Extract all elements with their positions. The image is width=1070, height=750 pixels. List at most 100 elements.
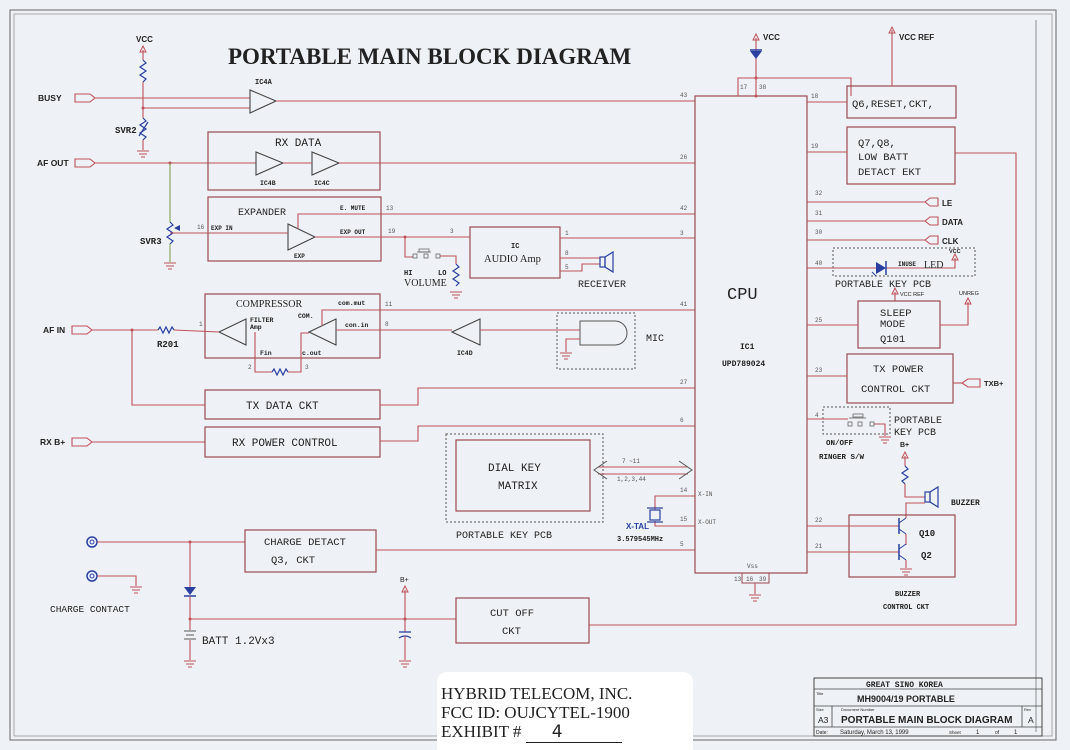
- title-block-of-label: of: [995, 730, 1000, 736]
- x-in-label: X-IN: [698, 491, 713, 498]
- pin-comp-2: 2: [248, 364, 252, 371]
- audio-amp-label: AUDIO Amp: [484, 254, 541, 265]
- ic4d-buffer-icon: [450, 318, 481, 346]
- charge-contact-minus-icon: [86, 570, 98, 582]
- rx-data-block: [207, 131, 381, 191]
- com-mut-label: com.mut: [338, 300, 365, 307]
- title-block-date: Saturday, March 13, 1999: [840, 730, 909, 736]
- pin-amp-5: 5: [565, 264, 569, 271]
- e-mute-label: E. MUTE: [340, 205, 366, 212]
- c-out-label: c.out: [302, 350, 322, 357]
- pin-14: 14: [680, 487, 688, 494]
- unreg-label: UNREG: [959, 291, 979, 297]
- pin-amp-1: 1: [565, 230, 569, 237]
- q2-transistor-icon: [898, 543, 907, 561]
- charge-detact-label-2: Q3, CKT: [271, 555, 315, 567]
- title-block-rev: A: [1028, 715, 1034, 725]
- title-block-sheets: 1: [1014, 730, 1018, 736]
- sleep-label-1: SLEEP: [880, 308, 912, 320]
- pin-38: 38: [759, 84, 767, 91]
- buzzer-icon: [924, 485, 939, 509]
- rx-power-control-label: RX POWER CONTROL: [232, 438, 338, 450]
- af-in-port-label: AF IN: [43, 325, 65, 335]
- title-block-docnum: PORTABLE MAIN BLOCK DIAGRAM: [841, 715, 1012, 726]
- cut-off-label-1: CUT OFF: [490, 608, 534, 620]
- diode-icon: [750, 49, 762, 59]
- ic4d-label: IC4D: [457, 350, 473, 357]
- cut-off-label-2: CKT: [502, 626, 521, 638]
- q10-label: Q10: [919, 529, 935, 539]
- busy-port-icon: [74, 93, 96, 103]
- tx-data-label: TX DATA CKT: [246, 401, 319, 413]
- buzzer-control-block: [848, 514, 956, 578]
- ground-icon: [164, 262, 176, 270]
- cpu-block: [694, 95, 808, 574]
- exp-out-label: EXP OUT: [340, 229, 366, 236]
- buzzer-label: BUZZER: [951, 499, 980, 508]
- ic1-label: IC1: [740, 343, 755, 352]
- ringer-portable-label-2: KEY PCB: [894, 428, 936, 439]
- xtal-label: X-TAL: [626, 522, 649, 531]
- charge-contact-label: CHARGE CONTACT: [50, 604, 130, 615]
- tx-power-control-block: [846, 353, 954, 404]
- audio-ic-label: IC: [511, 243, 519, 251]
- mic-label: MIC: [646, 334, 664, 345]
- rx-power-control-block: [204, 426, 381, 458]
- bplus-buzzer-label: B+: [900, 442, 909, 449]
- filter-label: FILTER: [250, 317, 274, 324]
- pin-comp-3: 3: [305, 364, 309, 371]
- microphone-icon: [579, 320, 628, 346]
- tx-power-label-2: CONTROL CKT: [861, 384, 930, 396]
- pin-21: 21: [815, 543, 823, 550]
- bus-pins-top: 7 ~11: [622, 458, 640, 465]
- af-out-port-label: AF OUT: [37, 158, 69, 168]
- amp-label: Amp: [250, 324, 262, 331]
- ic4a-label: IC4A: [255, 79, 273, 87]
- data-port-label: DATA: [942, 218, 963, 227]
- vss-label: Vss: [747, 563, 758, 570]
- inuse-led-icon: [871, 261, 887, 277]
- pin-27: 27: [680, 379, 688, 386]
- title-block-date-label: Date:: [816, 730, 828, 736]
- on-off-label: ON/OFF: [826, 440, 854, 448]
- receiver-speaker-icon: [599, 250, 614, 274]
- inuse-label: INUSE: [898, 261, 916, 268]
- pin-26: 26: [680, 154, 688, 161]
- ic4b-label: IC4B: [260, 180, 276, 187]
- led-label: LED: [924, 260, 943, 271]
- le-port-icon: [924, 197, 939, 207]
- volume-label: VOLUME: [404, 278, 447, 289]
- pin-39: 39: [759, 576, 767, 583]
- pin-19: 19: [811, 143, 819, 150]
- svr2-label: SVR2: [115, 126, 137, 136]
- pin-exp-13: 13: [386, 205, 394, 212]
- pin-15: 15: [680, 516, 688, 523]
- ground-icon: [450, 291, 462, 299]
- ic4c-buffer-icon: [311, 151, 341, 176]
- receiver-label: RECEIVER: [578, 280, 626, 291]
- diagram-title: PORTABLE MAIN BLOCK DIAGRAM: [228, 44, 631, 69]
- pin-22: 22: [815, 517, 823, 524]
- pin-18: 18: [811, 93, 819, 100]
- pin-comp-11: 11: [385, 301, 393, 308]
- pin-3: 3: [680, 230, 684, 237]
- ground-icon: [399, 660, 411, 668]
- stamp-exhibit-label: EXHIBIT #: [441, 722, 522, 741]
- xtal-frequency: 3.579545MHz: [617, 536, 663, 544]
- cpu-part-label: UPD789024: [722, 360, 765, 369]
- low-batt-label-2: LOW BATT: [858, 152, 908, 164]
- title-block-title: MH9004/19 PORTABLE: [857, 694, 955, 704]
- ground-icon: [749, 594, 761, 602]
- title-block-title-label: Title: [816, 691, 824, 696]
- q10-transistor-icon: [898, 517, 907, 535]
- pin-30: 30: [815, 229, 823, 236]
- svr3-label: SVR3: [140, 237, 162, 247]
- af-out-port-icon: [74, 158, 96, 168]
- pullup-resistor-icon: [138, 59, 148, 83]
- vcc-left-label: VCC: [136, 35, 153, 44]
- expander-block: [207, 196, 382, 262]
- data-port-icon: [924, 216, 939, 226]
- hi-label: HI: [404, 270, 412, 278]
- portable-key-pcb-label: PORTABLE KEY PCB: [456, 531, 552, 542]
- sleep-label-2: MODE: [880, 319, 905, 331]
